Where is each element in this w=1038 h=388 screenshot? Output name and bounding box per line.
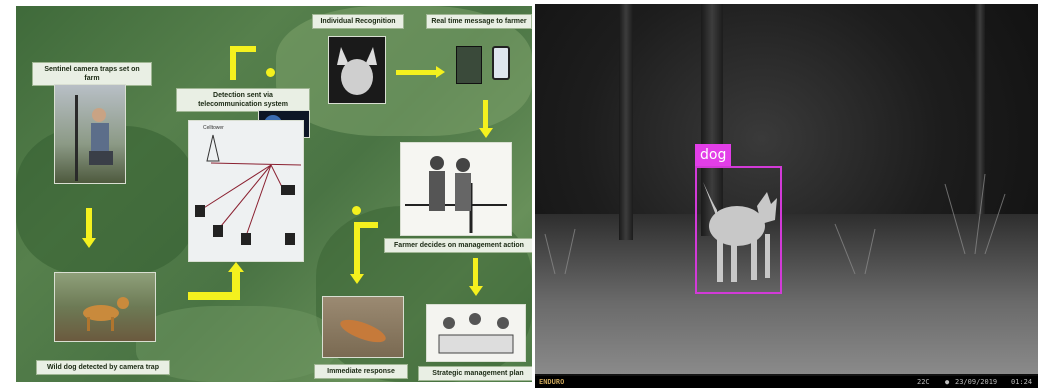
arrow-down-to-plan [473,258,478,286]
label-sentinel-camera-traps: Sentinel camera traps set on farm [32,62,152,86]
photo-wild-dog [54,272,156,342]
arrowhead-down [82,238,96,248]
label-individual-recognition: Individual Recognition [312,14,404,29]
phone-icon [492,46,510,80]
arrow-right [230,46,256,52]
label-detection-sent: Detection sent via telecommunication sys… [176,88,310,112]
label-strategic-plan: Strategic management plan [418,366,532,381]
arrow-to-phone [396,70,436,75]
arrowhead-up [228,262,244,272]
arrow-return-vertical [232,272,240,300]
date-readout: 23/09/2019 [955,376,997,388]
camera-trap-workflow-diagram: Sentinel camera traps set on farm Wild d… [16,6,532,382]
arrowhead-down [350,274,364,284]
grass-and-dog [535,4,1038,388]
arrowhead-down [469,286,483,296]
dog-icon [55,273,155,341]
dog-face-icon [329,37,385,103]
label-wild-dog-detected: Wild dog detected by camera trap [36,360,170,375]
label-celltower: Celltower [203,125,224,131]
junction-dot [352,206,361,215]
label-immediate-response: Immediate response [314,364,408,379]
camera-info-bar: ENDURO 22C ● 23/09/2019 01:24 [535,376,1038,388]
farmers-icon [401,143,511,235]
moon-icon: ● [945,376,949,388]
arrowhead-down [479,128,493,138]
arrowhead-right [436,66,445,78]
fallen-dog-icon [323,297,403,357]
camera-brand: ENDURO [539,376,564,388]
photo-strategic-planning [426,304,526,362]
detection-bounding-box [695,166,782,294]
camera-trap-night-image: dog ENDURO 22C ● 23/09/2019 01:24 [535,4,1038,388]
planning-icon [427,305,525,361]
photo-dog-face [328,36,386,104]
person-icon [55,85,125,183]
arrow-immediate-vertical [354,222,360,274]
arrow-down-to-farmer [483,100,488,128]
label-farmer-decides: Farmer decides on management action [384,238,532,253]
network-links [189,121,303,261]
photo-person-setting-camera [54,84,126,184]
arrow-down [86,208,92,238]
camera-device-icon [456,46,482,84]
time-readout: 01:24 [1011,376,1032,388]
detection-label: dog [695,144,731,166]
label-real-time-message: Real time message to farmer [426,14,532,29]
network-schematic: Celltower [188,120,304,262]
junction-dot [266,68,275,77]
photo-dead-dog [322,296,404,358]
photo-farmers-sketch [400,142,512,236]
temperature-readout: 22C [917,376,930,388]
